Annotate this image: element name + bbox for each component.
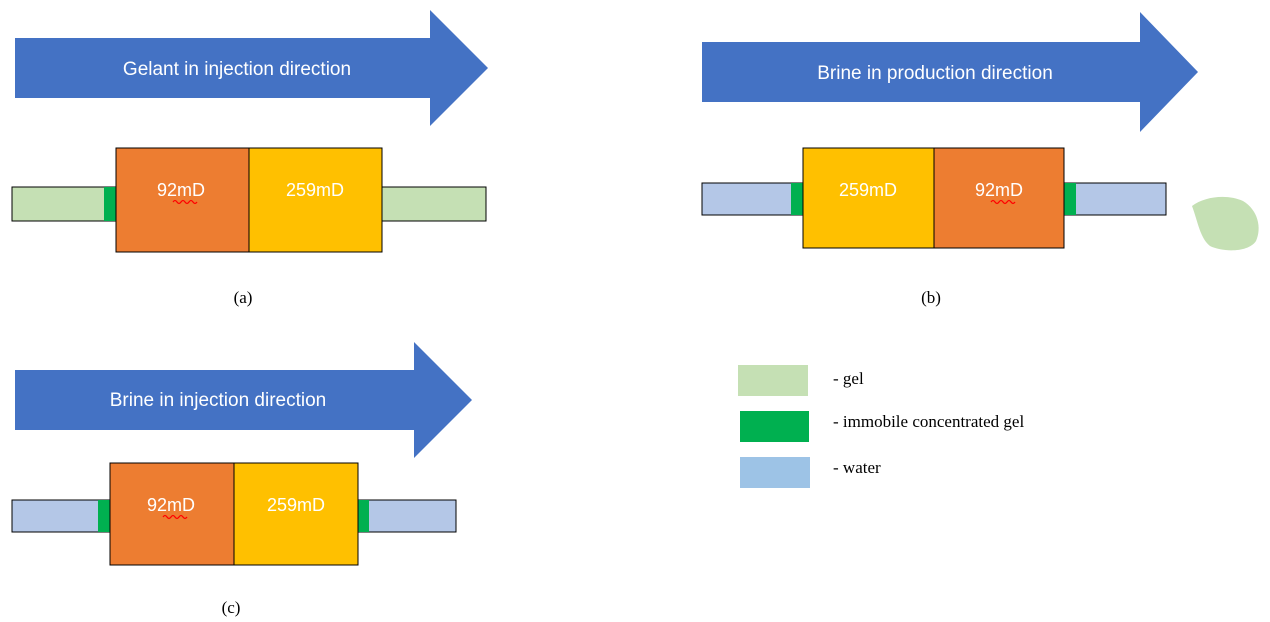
panel-c-core-92-label: 92mD	[147, 495, 195, 515]
panel-c: Brine in injection direction 92mD 259mD …	[11, 342, 472, 617]
gel-blob-shape	[1192, 196, 1259, 251]
panel-a-flow-arrow	[15, 10, 488, 126]
panel-b-right-tube-water	[1063, 182, 1167, 216]
legend-label-immobile-gel: - immobile concentrated gel	[833, 412, 1024, 431]
panel-b-caption: (b)	[921, 288, 941, 307]
panel-a-caption: (a)	[234, 288, 253, 307]
legend-swatch-water	[740, 457, 810, 488]
panel-a-arrow-label: Gelant in injection direction	[123, 59, 351, 80]
panel-b-core-92	[933, 147, 1065, 249]
panel-c-arrow-label: Brine in injection direction	[110, 390, 327, 411]
panel-b-core-92-label: 92mD	[975, 180, 1023, 200]
panel-b-right-immobile-gel-plug	[1064, 183, 1076, 215]
panel-c-left-immobile-gel-plug	[98, 500, 110, 532]
panel-c-left-tube-water	[11, 499, 111, 533]
panel-b-left-tube-water	[701, 182, 804, 216]
panel-b: Brine in production direction 259mD 92mD…	[701, 12, 1259, 307]
panel-c-flow-arrow	[15, 342, 472, 458]
panel-c-spellcheck-underline	[162, 514, 188, 520]
panel-a: Gelant in injection direction 92mD 259mD…	[11, 10, 488, 307]
panel-b-left-immobile-gel-plug	[791, 183, 803, 215]
panel-a-immobile-gel-plug	[104, 187, 116, 221]
panel-c-core-92	[109, 462, 235, 566]
legend-label-gel: - gel	[833, 369, 864, 388]
panel-c-core-259	[233, 462, 359, 566]
panel-c-caption: (c)	[222, 598, 241, 617]
legend-swatch-gel	[738, 365, 808, 396]
panel-c-right-immobile-gel-plug	[358, 500, 369, 532]
panel-b-arrow-label: Brine in production direction	[817, 63, 1053, 84]
panel-b-flow-arrow	[702, 12, 1198, 132]
panel-b-core-259-label: 259mD	[839, 180, 897, 200]
panel-b-core-259	[802, 147, 935, 249]
panel-c-right-tube-water	[357, 499, 457, 533]
legend-label-water: - water	[833, 458, 881, 477]
panel-a-left-tube-gel	[11, 186, 117, 222]
legend: - gel - immobile concentrated gel - wate…	[738, 365, 1024, 488]
panel-c-core-259-label: 259mD	[267, 495, 325, 515]
legend-swatch-immobile-gel	[740, 411, 809, 442]
panel-a-core-92-label: 92mD	[157, 180, 205, 200]
panel-a-spellcheck-underline	[172, 199, 198, 205]
panel-a-core-259	[248, 147, 383, 253]
panel-a-core-259-label: 259mD	[286, 180, 344, 200]
panel-b-spellcheck-underline	[990, 199, 1016, 205]
panel-a-right-tube-gel	[381, 186, 487, 222]
